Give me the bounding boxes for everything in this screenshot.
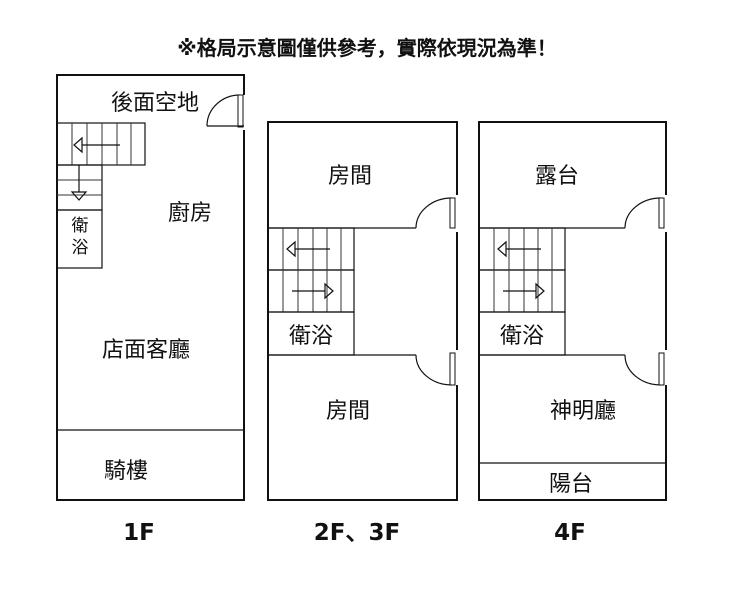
room-bath-1f-line2: 浴 [72, 238, 89, 258]
door-4f-lower-icon [624, 352, 665, 386]
room-23f-bottom: 房間 [326, 399, 370, 424]
bathroom-23f-outline [267, 311, 355, 356]
door-4f-upper-icon [624, 197, 665, 229]
floor-label-1f: 1F [123, 520, 155, 546]
room-living: 店面客廳 [102, 338, 190, 363]
door-23f-upper-icon [415, 197, 456, 229]
floor-label-4f: 4F [554, 520, 586, 546]
room-kitchen: 廚房 [168, 201, 212, 226]
room-23f-top: 房間 [328, 164, 372, 189]
room-shrine: 神明廳 [550, 399, 616, 424]
room-balcony: 陽台 [549, 472, 593, 497]
room-arcade: 騎樓 [104, 459, 148, 484]
room-terrace: 露台 [535, 164, 579, 189]
floor-23f-plan: 房間 衛浴 房間 [267, 121, 459, 501]
floor-1f-plan: 後面空地 廚房 衛 浴 店面客廳 騎樓 [56, 74, 246, 501]
stairs-23f [267, 227, 355, 313]
floor-1f-outline [56, 74, 245, 501]
stairs-1f-upper [56, 122, 146, 166]
room-4f-bath: 衛浴 [500, 324, 544, 349]
floor-label-23f: 2F、3F [314, 520, 400, 546]
bathroom-4f-outline [478, 311, 566, 356]
room-23f-bath: 衛浴 [289, 324, 333, 349]
floor-4f-plan: 露台 衛浴 神明廳 陽台 [478, 121, 668, 501]
stairs-1f-lower [56, 164, 103, 211]
door-23f-lower-icon [415, 352, 456, 386]
stairs-4f [478, 227, 566, 313]
bathroom-1f-outline [56, 209, 103, 269]
disclaimer-note: ※格局示意圖僅供參考，實際依現況為準！ [177, 36, 556, 60]
room-bath-1f-line1: 衛 [72, 216, 89, 236]
room-backyard: 後面空地 [111, 91, 199, 116]
back-door-icon [206, 94, 244, 128]
